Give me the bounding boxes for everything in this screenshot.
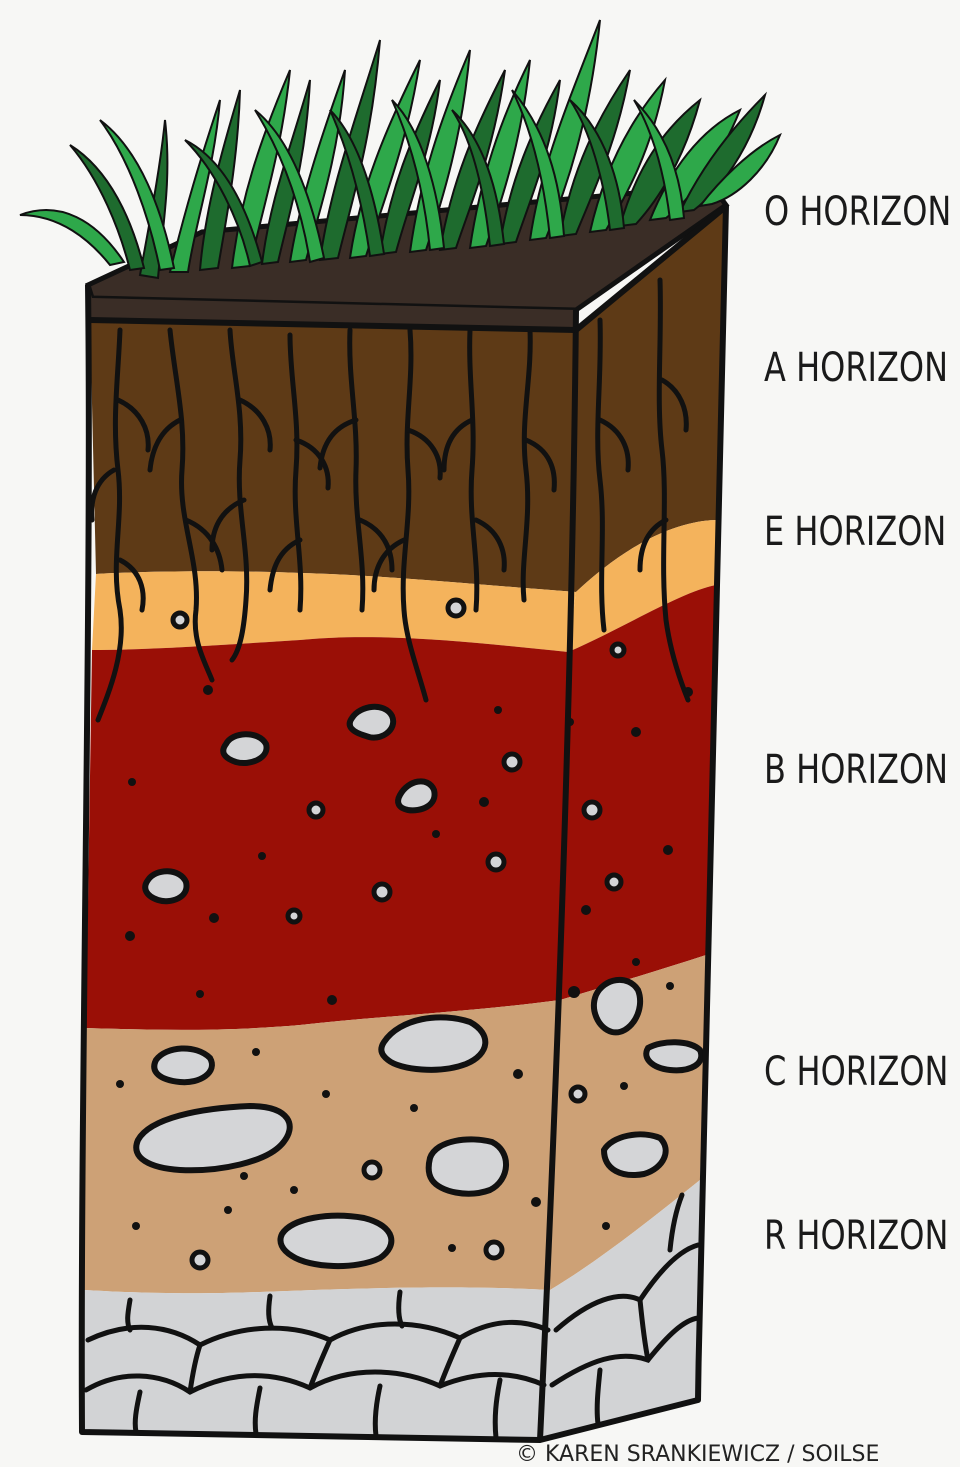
r-horizon-label: R HORIZON	[764, 1216, 948, 1256]
r-horizon-front	[82, 1287, 550, 1440]
c-horizon-label: C HORIZON	[764, 1052, 948, 1092]
o-horizon-label: O HORIZON	[764, 192, 951, 232]
b-horizon-label: B HORIZON	[764, 750, 948, 790]
copyright-credit: © KAREN SRANKIEWICZ / SOILSE	[516, 1444, 879, 1466]
e-horizon-label: E HORIZON	[764, 512, 946, 552]
b-horizon-side	[560, 585, 716, 1000]
b-horizon-front	[86, 637, 568, 1030]
a-horizon-label: A HORIZON	[764, 348, 948, 388]
